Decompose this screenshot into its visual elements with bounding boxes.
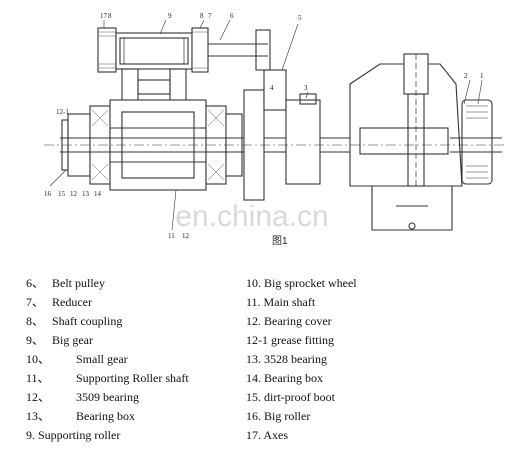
watermark: en.china.cn (175, 200, 328, 233)
legend-item-number: 10、 (26, 352, 51, 366)
legend-item: 11. Main shaft (246, 295, 316, 309)
callout: 7 (208, 12, 212, 20)
callout: 9 (168, 12, 172, 20)
legend-item: 15. dirt-proof boot (246, 390, 335, 404)
callout: 17 (100, 12, 108, 20)
legend-item: 9. Supporting roller (26, 426, 246, 445)
callout: 1 (480, 72, 484, 80)
legend-left-column: 6、 Belt pulley 7、 Reducer 8、 Shaft coupling 9、… (26, 274, 246, 445)
legend-item-label: Bearing box (76, 409, 135, 423)
part-callouts: 17 8 9 8 7 6 5 3 2 1 12-1 16 15 12 13 14… (44, 12, 484, 240)
mechanical-drawing: en.china.cn 17 8 9 8 7 6 5 3 2 1 12-1 16… (44, 12, 506, 247)
callout: 13 (82, 190, 90, 198)
callout: 8 (108, 12, 112, 20)
legend-item-number: 7、 (26, 295, 45, 309)
legend-item-number: 9、 (26, 333, 45, 347)
legend-item: 9、 Big gear (26, 331, 246, 350)
legend-item: 13. 3528 bearing (246, 352, 327, 366)
legend-item: 13、 Bearing box (26, 407, 246, 426)
callout: 6 (230, 12, 234, 20)
legend-item: 10、 Small gear (26, 350, 246, 369)
legend-item-label: Shaft coupling (52, 314, 123, 328)
callout: 12 (182, 232, 190, 240)
legend-item-label: 9. Supporting roller (26, 428, 121, 442)
callout: 4 (270, 84, 274, 92)
legend-right-column: 10. Big sprocket wheel 11. Main shaft 12. … (246, 274, 506, 445)
legend-item: 11、 Supporting Roller shaft (26, 369, 246, 388)
callout: 14 (94, 190, 102, 198)
callout: 12 (70, 190, 78, 198)
legend-item: 16. Big roller (246, 409, 311, 423)
legend-item-label: Big gear (52, 333, 93, 347)
callout: 3 (304, 84, 308, 92)
callout: 8 (200, 12, 204, 20)
callout: 12-1 (56, 108, 69, 116)
legend-item-number: 11、 (26, 371, 50, 385)
figure-caption: 图1 (272, 235, 288, 247)
legend-item: 10. Big sprocket wheel (246, 276, 357, 290)
callout: 11 (168, 232, 175, 240)
callout: 16 (44, 190, 52, 198)
legend-item-number: 13、 (26, 409, 51, 423)
legend-item: 14. Bearing box (246, 371, 323, 385)
legend-item: 8、 Shaft coupling (26, 312, 246, 331)
legend-item: 12、 3509 bearing (26, 388, 246, 407)
legend-item-label: Supporting Roller shaft (76, 371, 189, 385)
legend-item-label: Belt pulley (52, 276, 105, 290)
parts-legend: 6、 Belt pulley 7、 Reducer 8、 Shaft coupling 9、… (0, 266, 512, 452)
callout: 2 (464, 72, 468, 80)
legend-item-label: Reducer (52, 295, 92, 309)
legend-item: 12-1 grease fitting (246, 333, 334, 347)
legend-item-number: 8、 (26, 314, 45, 328)
legend-item-number: 6、 (26, 276, 45, 290)
legend-item: 6、 Belt pulley (26, 274, 246, 293)
callout: 15 (58, 190, 66, 198)
callout: 5 (298, 14, 302, 22)
legend-item-number: 12、 (26, 390, 51, 404)
legend-item: 7、 Reducer (26, 293, 246, 312)
legend-item-label: 3509 bearing (76, 390, 139, 404)
legend-item: 12. Bearing cover (246, 314, 332, 328)
legend-item: 17. Axes (246, 428, 288, 442)
legend-item-label: Small gear (76, 352, 128, 366)
